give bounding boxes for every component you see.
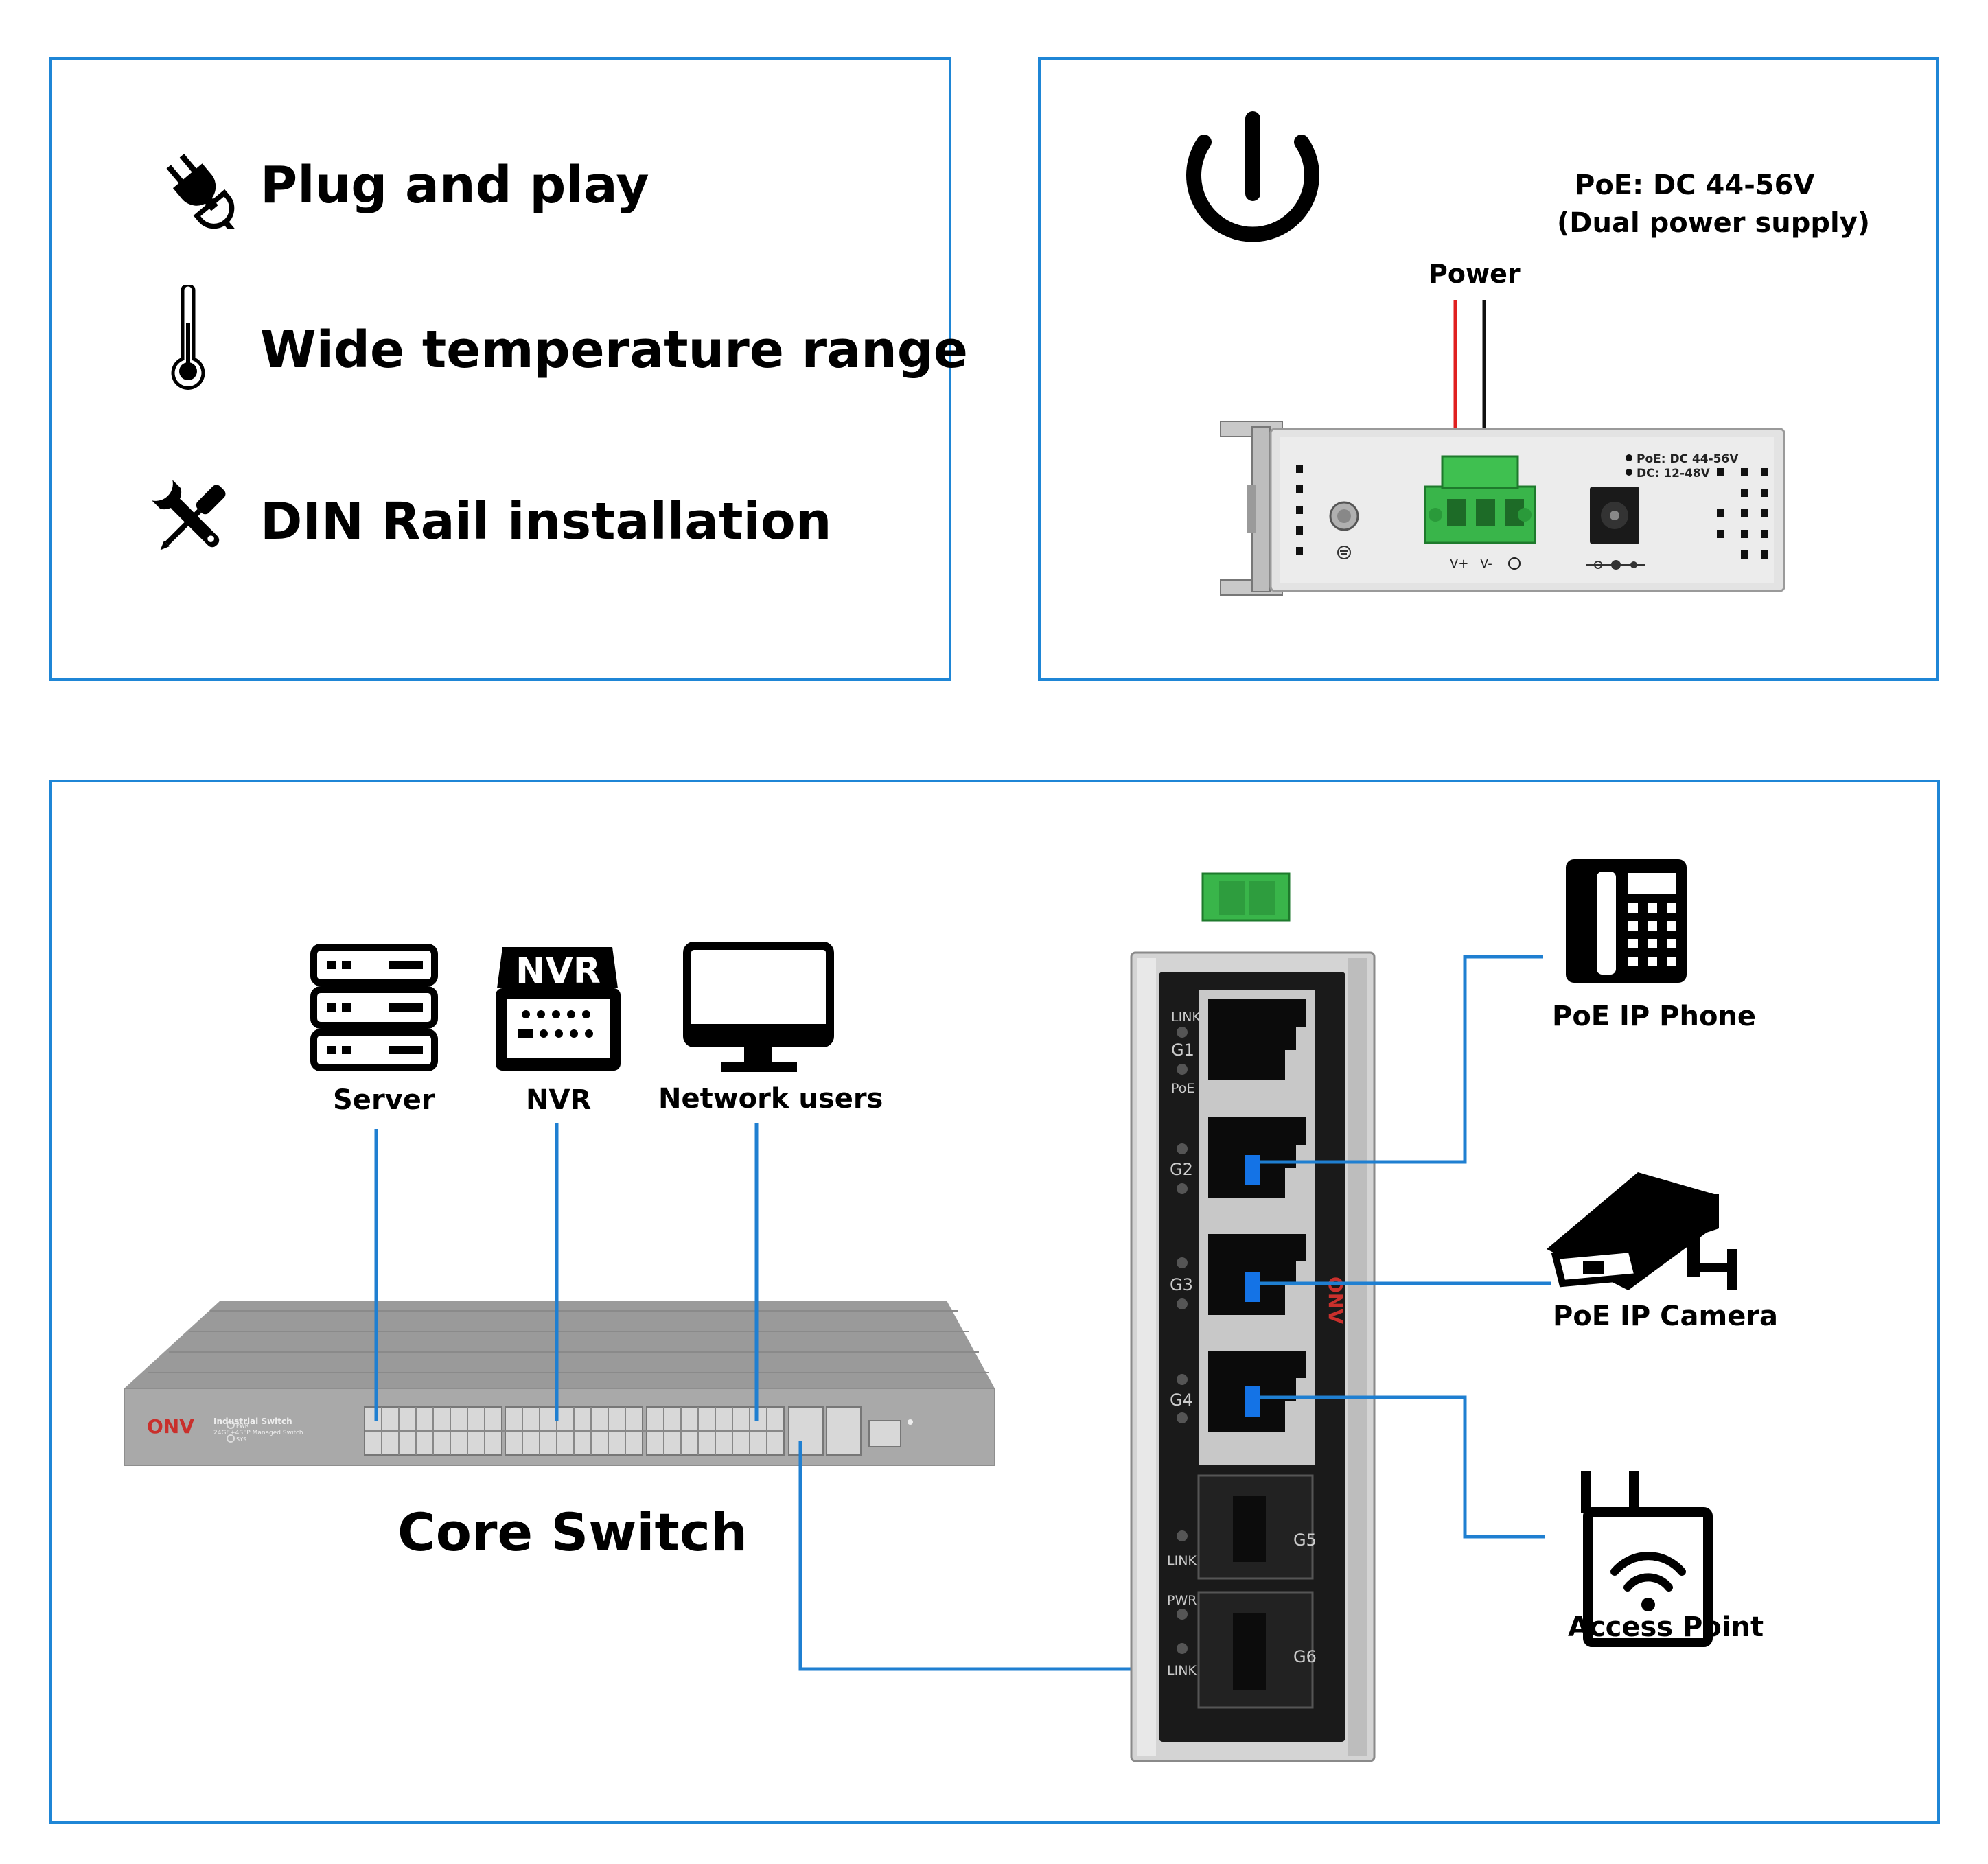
access-point-icon (1581, 1471, 1713, 1647)
ap-link (1260, 1395, 1545, 1539)
wide-temperature-label: Wide temperature range (260, 321, 968, 380)
poe-spec-line1: PoE: DC 44-56V (1575, 170, 1815, 201)
port-g4: G4 (1170, 1390, 1193, 1410)
dc-jack (1586, 487, 1645, 570)
ap-label: Access Point (1568, 1611, 1764, 1643)
power-diagram: V+ V- PoE: DC 44-56V DC: 12-48V (1186, 111, 1785, 596)
topology-diagram: NVR (124, 859, 1737, 1762)
industrial-switch (1130, 872, 1376, 1762)
core-model-line1: Industrial Switch (213, 1417, 292, 1426)
din-rail-clip (1220, 421, 1283, 596)
tools-icon (152, 480, 226, 550)
port-pwr: PWR (1167, 1593, 1197, 1608)
features-panel: Plug and play Wide temperature range DIN… (49, 57, 968, 681)
port-g1: G1 (1171, 1040, 1194, 1060)
power-label: Power (1429, 259, 1521, 289)
phone-label: PoE IP Phone (1552, 1001, 1757, 1032)
server-label: Server (333, 1084, 435, 1116)
core-brand: ONV (147, 1415, 194, 1438)
core-switch-label: Core Switch (397, 1502, 748, 1563)
uplink-lines (374, 1123, 1253, 1671)
port-g5: G5 (1293, 1530, 1317, 1550)
network-users-label: Network users (658, 1083, 883, 1115)
port-poe: PoE (1171, 1081, 1194, 1096)
terminal-vplus-label: V+ (1450, 557, 1468, 571)
core-led-sys: SYS (236, 1436, 246, 1443)
terminal-block (1424, 455, 1536, 544)
camera-label: PoE IP Camera (1553, 1301, 1779, 1332)
poe-spec-line2: (Dual power supply) (1557, 207, 1871, 239)
nvr-label: NVR (526, 1084, 592, 1116)
ip-phone-icon (1566, 859, 1687, 983)
core-led-pwr: PWR (236, 1423, 249, 1429)
core-switch (124, 1301, 995, 1466)
vent-holes-left (1296, 465, 1303, 555)
din-rail-label: DIN Rail installation (260, 492, 832, 551)
phone-link (1260, 955, 1543, 1164)
core-to-g6-link (798, 1441, 1253, 1671)
core-model-line2: 24GE+4SFP Managed Switch (213, 1430, 303, 1436)
port-g3: G3 (1170, 1275, 1193, 1294)
g2-port-highlight (1245, 1155, 1260, 1185)
label-poe-dc: PoE: DC 44-56V (1637, 452, 1739, 466)
g4-port-highlight (1245, 1386, 1260, 1417)
port-link-6: LINK (1167, 1663, 1197, 1678)
terminal-vminus-label: V- (1480, 557, 1492, 571)
nvr-icon (496, 947, 621, 1071)
power-panel: V+ V- PoE: DC 44-56V DC: 12-48V Power Po… (1038, 57, 1939, 681)
nvr-icon-text: NVR (516, 951, 601, 992)
port-g2: G2 (1170, 1160, 1193, 1179)
server-icon (310, 944, 438, 1071)
port-g6: G6 (1293, 1647, 1317, 1666)
vent-holes-right (1717, 468, 1768, 559)
power-icon (1186, 111, 1319, 242)
g3-port-highlight (1245, 1272, 1260, 1302)
topology-panel: NVR (49, 780, 1940, 1824)
ip-camera-icon (1547, 1172, 1737, 1290)
thermometer-icon (171, 285, 205, 390)
ground-screw (1329, 501, 1359, 559)
label-dc: DC: 12-48V (1637, 467, 1711, 480)
port-link-1: LINK (1171, 1010, 1201, 1025)
plug-icon (166, 154, 238, 229)
plug-and-play-label: Plug and play (260, 156, 649, 215)
monitor-icon (683, 942, 834, 1072)
port-link-5: LINK (1167, 1553, 1197, 1568)
downlink-lines (1260, 955, 1551, 1539)
